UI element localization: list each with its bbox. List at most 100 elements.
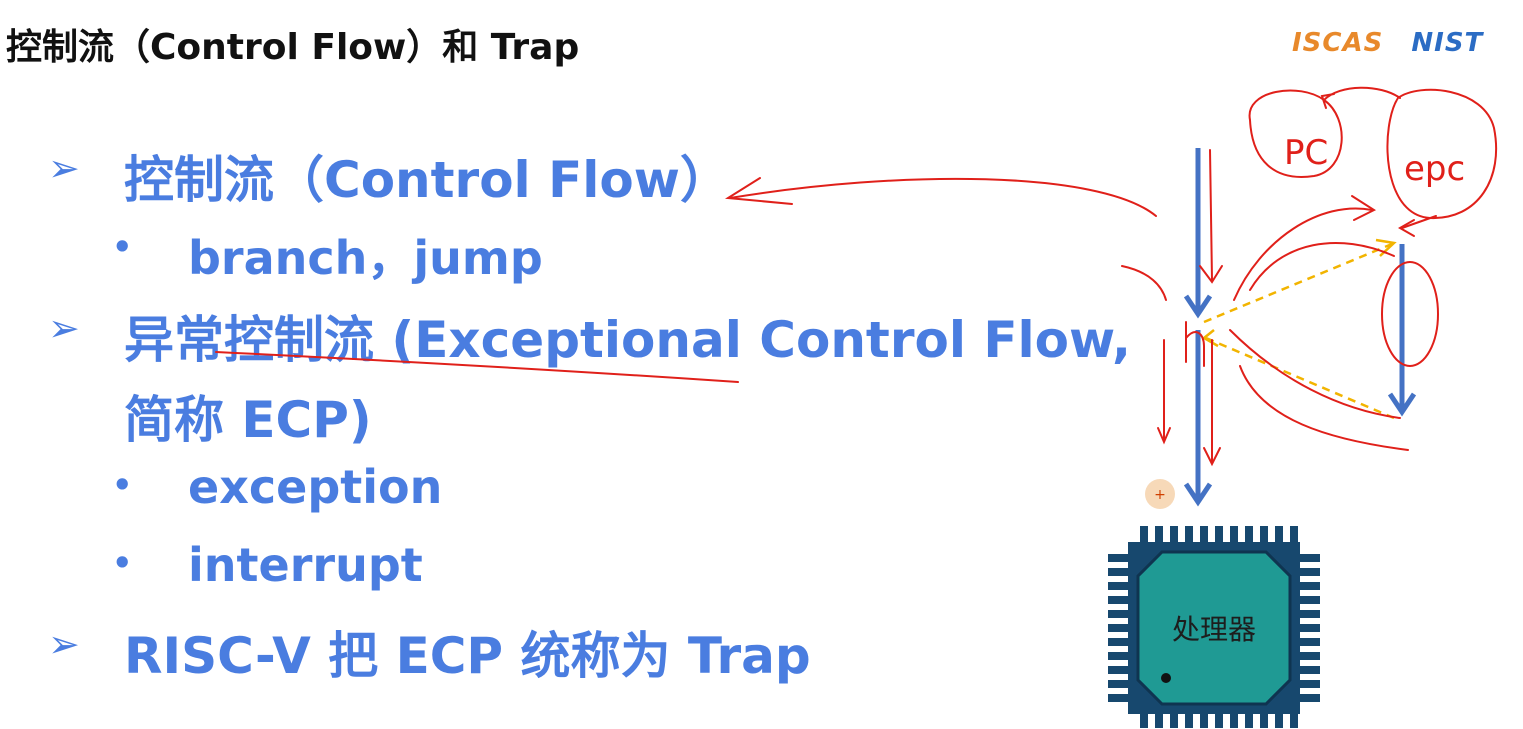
chip-pin-right: [1298, 554, 1320, 562]
red-arrowhead-left: [724, 177, 793, 205]
chip-pin-right: [1298, 568, 1320, 576]
chip-pin-top: [1170, 526, 1178, 544]
epc-circle: [1386, 88, 1498, 220]
chip-pin-bottom: [1140, 712, 1148, 728]
red-curve-return-2: [1229, 329, 1401, 419]
bullet-text: branch，jump: [188, 231, 543, 285]
pc-circle: [1248, 89, 1343, 178]
processor-label: 处理器: [1171, 613, 1256, 646]
chip-pin-right: [1298, 638, 1320, 646]
bullet-branch-jump: • branch，jump: [112, 222, 543, 288]
bullet-control-flow: ➢ 控制流（Control Flow）: [48, 140, 730, 212]
chip-pin-top: [1275, 526, 1283, 544]
chip-pin-left: [1108, 610, 1130, 618]
red-arrowhead-epc-handler: [1397, 219, 1415, 237]
red-arrowhead-down-1: [1199, 265, 1223, 284]
chip-pin-left: [1108, 694, 1130, 702]
bullet-text: exception: [188, 460, 443, 514]
trap-dashed-arrowhead-out: [1375, 238, 1397, 257]
red-arrowhead-down-3: [1203, 447, 1221, 467]
chip-pin-top: [1215, 526, 1223, 544]
handwritten-pc-label: PC: [1284, 133, 1328, 173]
chip-pin-bottom: [1230, 712, 1238, 728]
red-line-epc-handler: [1401, 215, 1437, 229]
bullet-arrow-icon: ➢: [48, 146, 80, 190]
bullet-riscv-trap: ➢ RISC-V 把 ECP 统称为 Trap: [48, 616, 811, 688]
bullet-arrow-icon: ➢: [48, 306, 80, 350]
chip-pin-left: [1108, 582, 1130, 590]
trap-dashed-arrows: [1201, 238, 1397, 420]
logo-iscas: ISCAS: [1292, 28, 1384, 58]
chip-pin-left: [1108, 596, 1130, 604]
logo-nist: NIST: [1411, 28, 1484, 58]
red-curve-left: [1121, 265, 1167, 301]
chip-pin-left: [1108, 624, 1130, 632]
red-arrow-pc-epc: [1323, 86, 1401, 101]
chip-pin-top: [1260, 526, 1268, 544]
flow-arrowhead-bottom: [1183, 482, 1213, 507]
bullet-dot-icon: •: [112, 544, 133, 582]
chip-pin-bottom: [1260, 712, 1268, 728]
chip-pin-right: [1298, 610, 1320, 618]
bullet-exception: • exception: [112, 460, 443, 514]
chip-pin-top: [1200, 526, 1208, 544]
bullet-text: 简称 ECP): [124, 391, 372, 449]
bullet-text: 控制流（Control Flow）: [124, 151, 730, 209]
chip-pin-bottom: [1200, 712, 1208, 728]
trap-dashed-arrow-out: [1203, 242, 1393, 324]
red-curve-to-handler: [1249, 241, 1395, 291]
chip-pin-bottom: [1155, 712, 1163, 728]
chip-pin-top: [1230, 526, 1238, 544]
red-arrowhead-pc: [1320, 93, 1335, 109]
bullet-text: 异常控制流 (Exceptional Control Flow,: [124, 311, 1132, 369]
chip-pin-left: [1108, 652, 1130, 660]
chip-pin-right: [1298, 596, 1320, 604]
chip-pin-right: [1298, 680, 1320, 688]
handwritten-epc-label: epc: [1404, 149, 1465, 189]
chip-pin-bottom: [1170, 712, 1178, 728]
chip-pin-right: [1298, 624, 1320, 632]
trap-dashed-arrowhead-return: [1201, 329, 1219, 348]
red-curve-to-epc: [1233, 207, 1373, 301]
red-handler-circle: [1381, 261, 1439, 367]
chip-pin-top: [1140, 526, 1148, 544]
control-flow-arrows: [1183, 148, 1417, 507]
flow-arrowhead-top: [1183, 294, 1213, 319]
red-line-down-1: [1209, 149, 1213, 281]
chip-pin-left: [1108, 680, 1130, 688]
trap-dashed-arrow-return: [1205, 336, 1395, 420]
chip-pin-top: [1185, 526, 1193, 544]
chip-body: [1136, 550, 1292, 706]
chip-pin-bottom: [1290, 712, 1298, 728]
chip-pin-right: [1298, 582, 1320, 590]
chip-pin-bottom: [1275, 712, 1283, 728]
logo: ISCAS NIST: [1292, 28, 1483, 58]
bullet-dot-icon: •: [112, 228, 133, 266]
bullet-dot-icon: •: [112, 466, 133, 504]
red-arrowhead-down-2: [1157, 427, 1171, 445]
processor-chip-icon: [1108, 526, 1320, 728]
chip-pin1-dot: [1161, 673, 1171, 683]
handler-flow-arrowhead: [1387, 392, 1417, 417]
chip-pin-top: [1155, 526, 1163, 544]
red-arrowhead-to-epc: [1351, 195, 1377, 221]
cursor-marker: [1145, 479, 1175, 509]
chip-pin-top: [1290, 526, 1298, 544]
slide-title: 控制流（Control Flow）和 Trap: [6, 27, 580, 68]
bullet-text: interrupt: [188, 538, 423, 592]
bullet-arrow-icon: ➢: [48, 622, 80, 666]
handwritten-annotations: [215, 86, 1498, 467]
chip-pin-right: [1298, 694, 1320, 702]
chip-pin-bottom: [1245, 712, 1253, 728]
chip-pin-left: [1108, 568, 1130, 576]
chip-pin-right: [1298, 652, 1320, 660]
chip-pin-bottom: [1215, 712, 1223, 728]
chip-pin-left: [1108, 638, 1130, 646]
bullet-exceptional-control-flow: ➢ 异常控制流 (Exceptional Control Flow,: [48, 300, 1132, 372]
bullet-text: RISC-V 把 ECP 统称为 Trap: [124, 627, 811, 685]
red-underline: [215, 351, 739, 383]
chip-pin-bottom: [1185, 712, 1193, 728]
red-curve-return: [1239, 365, 1409, 451]
red-mark: [1185, 321, 1205, 367]
